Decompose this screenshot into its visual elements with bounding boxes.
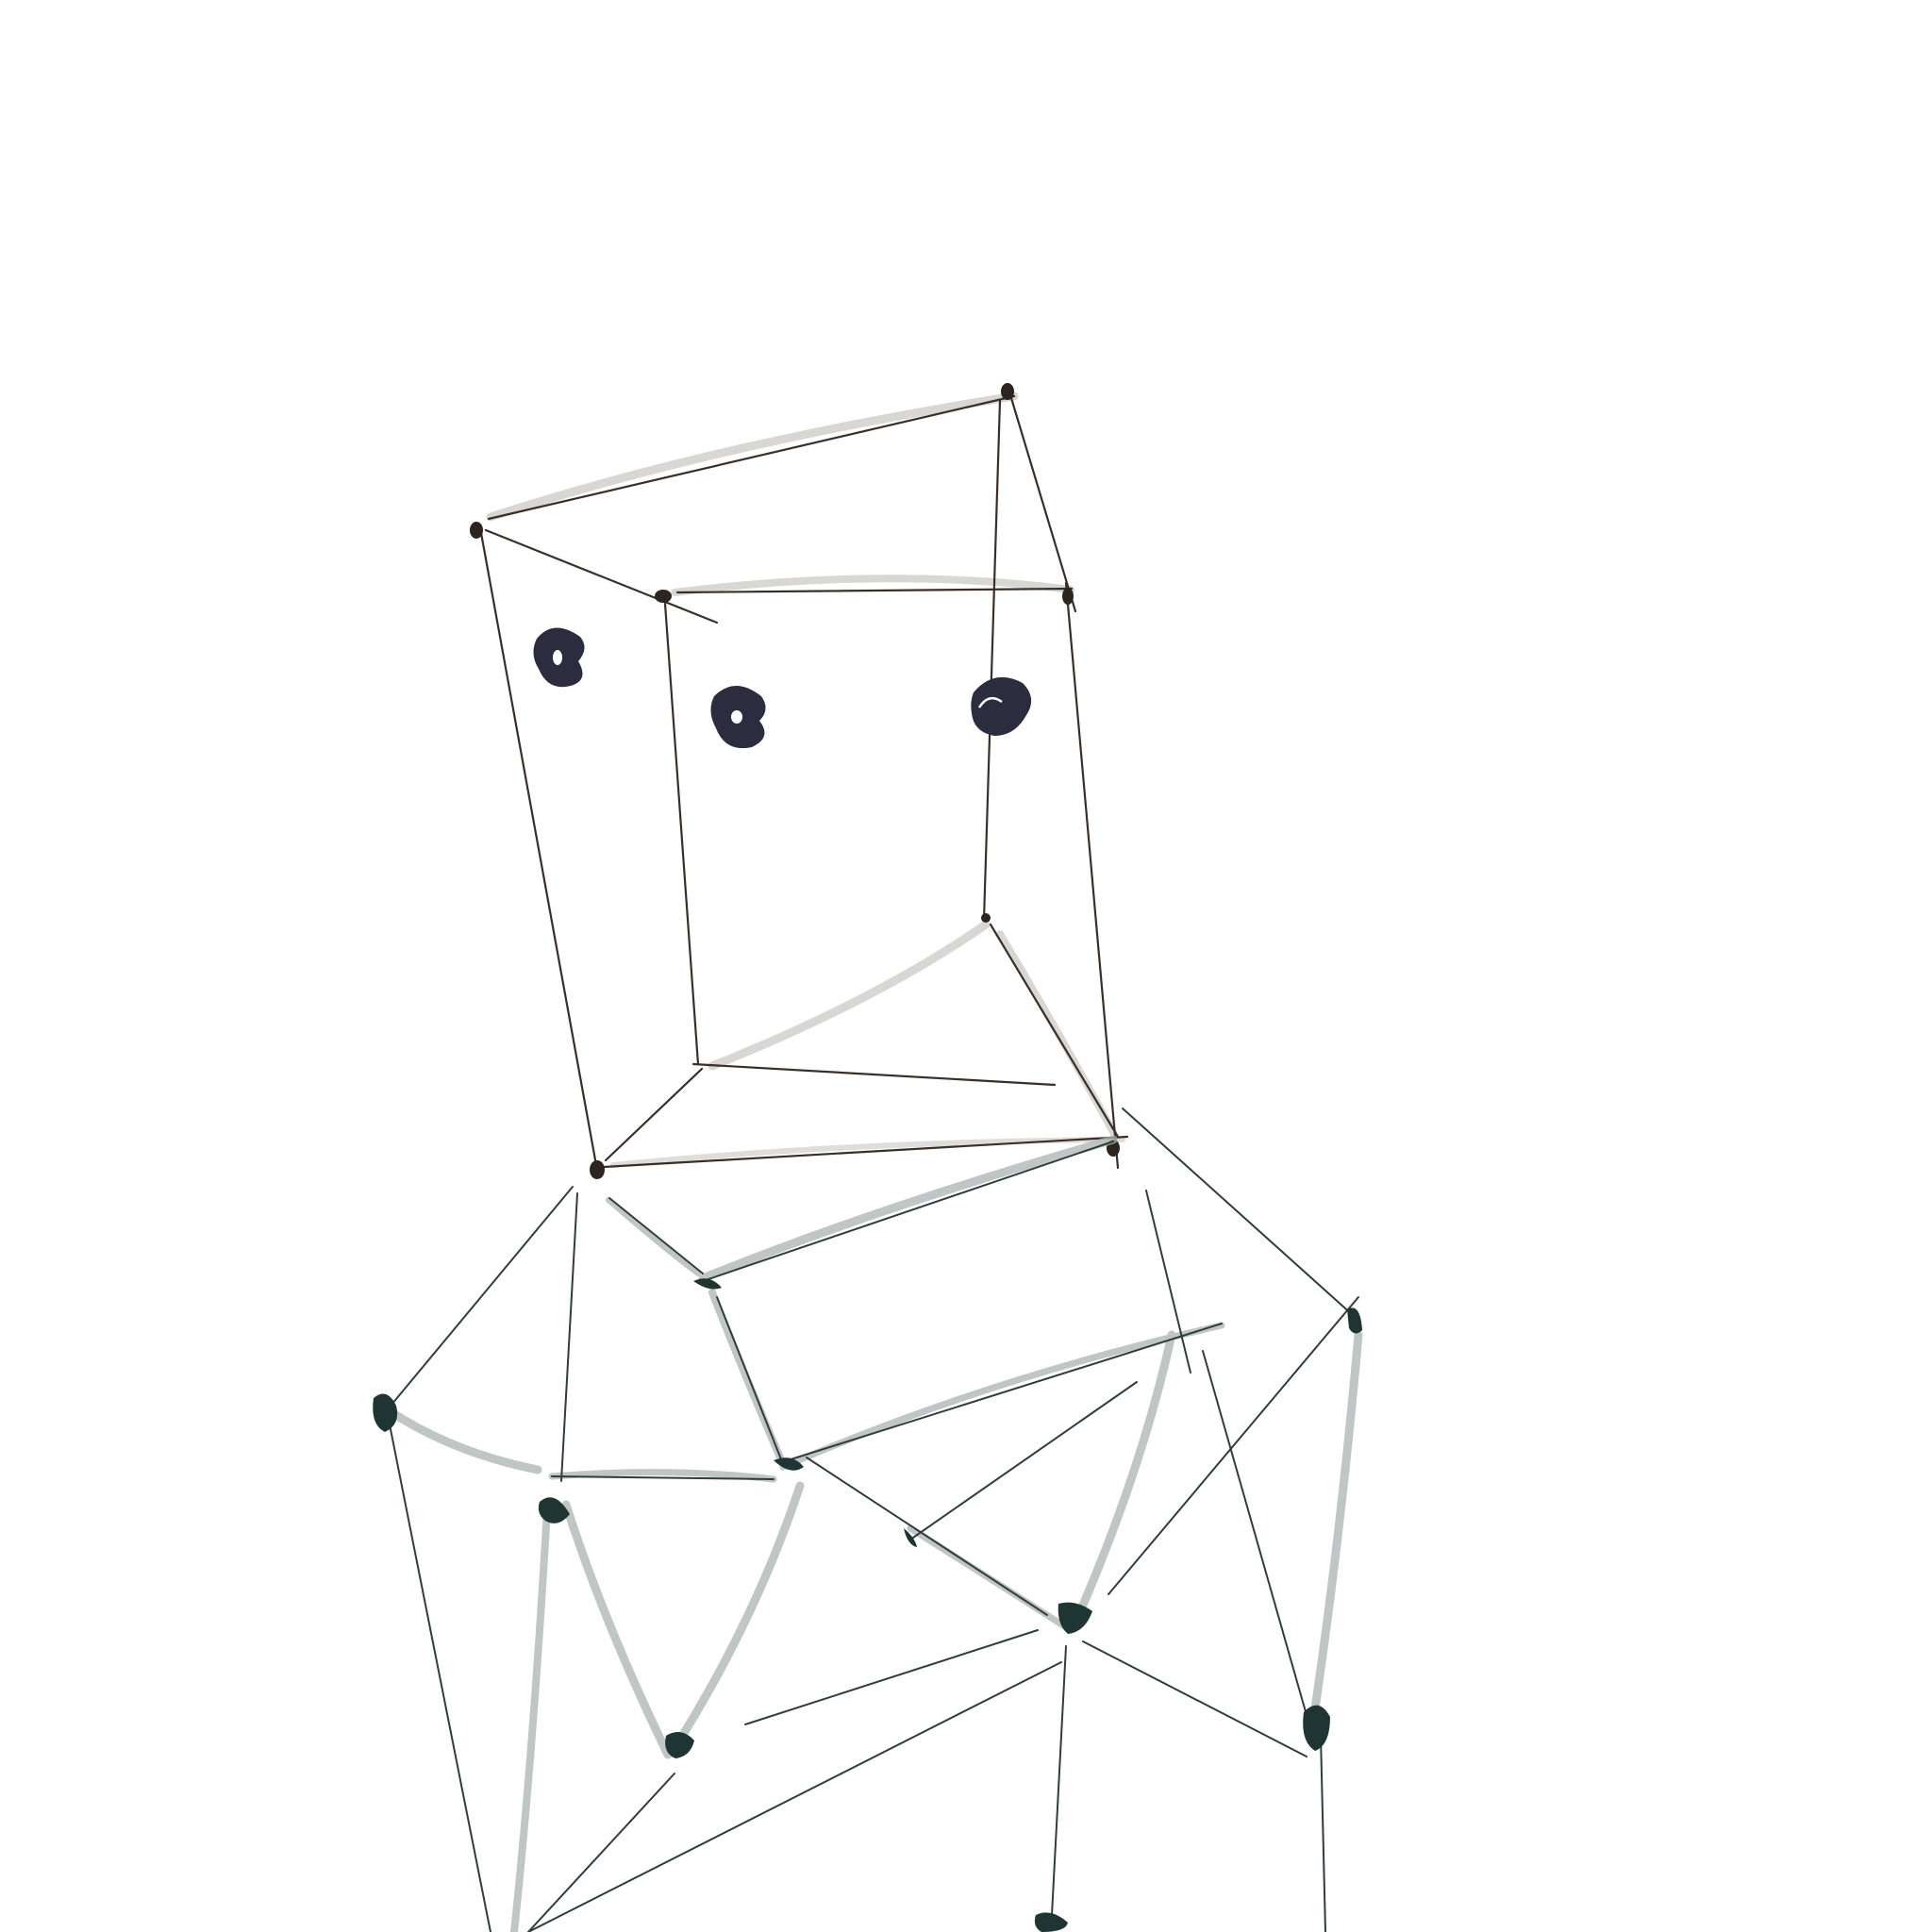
body-wireframe bbox=[373, 1108, 1363, 1932]
head-edge bbox=[479, 531, 598, 1167]
body-shade bbox=[561, 1500, 673, 1759]
body-shade bbox=[548, 1469, 777, 1483]
body-edge bbox=[1202, 1350, 1307, 1716]
body-edge bbox=[388, 1419, 491, 1932]
body-edge bbox=[716, 1296, 784, 1465]
body-edge bbox=[608, 1197, 704, 1274]
head-edge bbox=[675, 587, 1074, 594]
body-edge bbox=[702, 1141, 1114, 1282]
body-node bbox=[1034, 1912, 1068, 1932]
head-edge bbox=[602, 1135, 1129, 1169]
body-node bbox=[1058, 1602, 1092, 1634]
eye-icon bbox=[971, 676, 1032, 736]
body-shade bbox=[698, 1135, 1118, 1283]
body-edge bbox=[527, 1661, 1062, 1932]
body-shade bbox=[1307, 1330, 1363, 1739]
head-edge bbox=[484, 528, 719, 625]
eyes-group bbox=[533, 627, 1032, 749]
head-edge bbox=[1009, 396, 1077, 613]
body-shade bbox=[667, 1481, 805, 1757]
body-edge bbox=[1320, 1735, 1326, 1932]
head-node bbox=[590, 1160, 605, 1179]
head-top-shade bbox=[486, 391, 1019, 522]
head-node bbox=[1062, 588, 1074, 605]
body-edge bbox=[909, 1381, 1138, 1541]
body-node bbox=[1347, 1307, 1362, 1334]
body-edge bbox=[1108, 1296, 1359, 1595]
head-edge bbox=[604, 1067, 704, 1162]
body-edge bbox=[1051, 1645, 1067, 1916]
body-edge bbox=[1145, 1190, 1191, 1374]
body-shade bbox=[384, 1406, 542, 1474]
body-shade bbox=[510, 1506, 551, 1932]
head-edge bbox=[1064, 581, 1120, 1170]
eye-icon bbox=[710, 686, 766, 749]
eye-icon bbox=[533, 627, 585, 688]
body-edge bbox=[1122, 1108, 1355, 1317]
body-edge bbox=[787, 1323, 1223, 1461]
head-edge bbox=[663, 602, 700, 1066]
body-edge bbox=[386, 1186, 574, 1411]
body-node bbox=[538, 1497, 570, 1524]
head-node bbox=[655, 590, 672, 603]
head-node bbox=[981, 913, 991, 923]
body-edge bbox=[744, 1629, 1039, 1725]
body-node bbox=[774, 1457, 804, 1471]
body-node bbox=[904, 1528, 917, 1547]
body-node bbox=[373, 1393, 398, 1432]
head-chin-shade bbox=[708, 920, 991, 1071]
head-edge bbox=[691, 1062, 1057, 1087]
body-node bbox=[665, 1732, 694, 1758]
head-node bbox=[1001, 383, 1014, 400]
body-node bbox=[1303, 1705, 1330, 1751]
head-edge bbox=[982, 399, 1002, 922]
body-shade bbox=[606, 1197, 701, 1276]
body-edge bbox=[527, 1773, 675, 1932]
body-edge bbox=[806, 1457, 1048, 1616]
head-wireframe bbox=[470, 383, 1129, 1179]
body-edge bbox=[560, 1192, 578, 1482]
head-edge bbox=[487, 394, 1016, 521]
body-edge bbox=[1082, 1641, 1307, 1757]
head-front-top-shade bbox=[671, 575, 1074, 596]
head-edge bbox=[989, 923, 1120, 1139]
body-shade bbox=[1071, 1330, 1176, 1627]
body-node bbox=[693, 1278, 722, 1290]
head-node bbox=[470, 522, 483, 539]
body-edge bbox=[551, 1475, 774, 1480]
